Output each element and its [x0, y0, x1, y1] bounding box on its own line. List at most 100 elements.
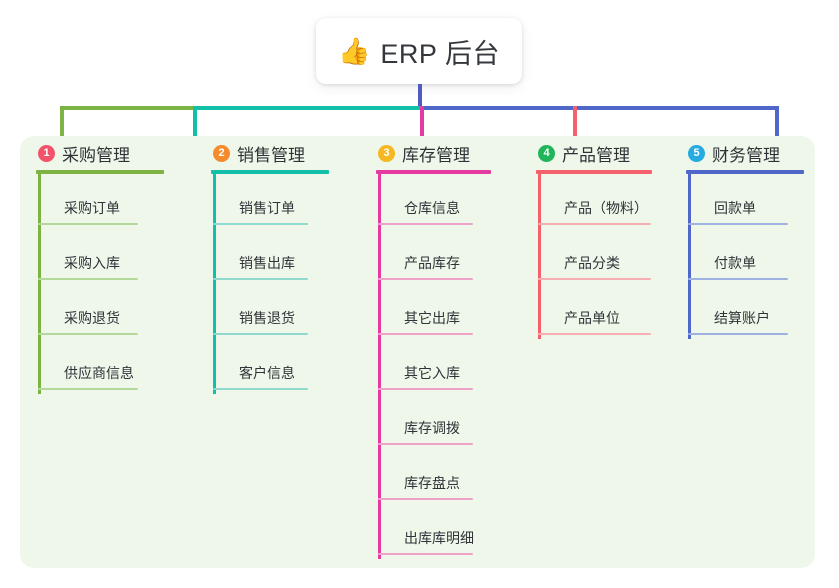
leaf-node[interactable]: 产品库存	[378, 231, 520, 286]
leaf-underline	[213, 388, 308, 390]
root-title: ERP 后台	[380, 38, 500, 69]
leaf-underline	[213, 278, 308, 280]
branch-underline	[536, 170, 652, 174]
leaf-underline	[38, 333, 138, 335]
leaf-label: 采购订单	[64, 200, 120, 216]
leaf-node[interactable]: 出库库明细	[378, 506, 520, 561]
leaf-label: 供应商信息	[64, 365, 134, 381]
leaf-node[interactable]: 客户信息	[213, 341, 360, 396]
leaf-label: 产品单位	[564, 310, 620, 326]
leaf-label: 销售退货	[239, 310, 295, 326]
bus-teal	[193, 106, 420, 110]
branch-children: 销售订单销售出库销售退货客户信息	[213, 174, 360, 396]
branch-number-badge: 2	[213, 144, 230, 162]
branch-underline	[686, 170, 804, 174]
leaf-underline	[38, 223, 138, 225]
branch-spine	[538, 174, 541, 339]
leaf-node[interactable]: 回款单	[688, 176, 815, 231]
leaf-underline	[378, 223, 473, 225]
leaf-underline	[538, 333, 651, 335]
branch-panel	[20, 136, 815, 568]
leaf-underline	[378, 553, 473, 555]
drop-sales	[193, 106, 197, 138]
branch-header-3[interactable]: 3 库存管理	[360, 136, 520, 170]
branch-number-badge: 1	[38, 144, 55, 162]
leaf-node[interactable]: 产品分类	[538, 231, 670, 286]
leaf-underline	[538, 223, 651, 225]
leaf-node[interactable]: 产品单位	[538, 286, 670, 341]
branch-title: 产品管理	[562, 145, 630, 165]
branch-header-5[interactable]: 5 财务管理	[670, 136, 815, 170]
leaf-label: 销售订单	[239, 200, 295, 216]
leaf-underline	[378, 333, 473, 335]
leaf-label: 库存盘点	[404, 475, 460, 491]
leaf-node[interactable]: 销售退货	[213, 286, 360, 341]
bus-blue	[420, 106, 775, 110]
branch-spine	[378, 174, 381, 559]
branch-number-badge: 3	[378, 144, 395, 162]
leaf-label: 回款单	[714, 200, 756, 216]
branch-underline	[36, 170, 164, 174]
leaf-node[interactable]: 其它出库	[378, 286, 520, 341]
leaf-underline	[688, 223, 788, 225]
leaf-label: 销售出库	[239, 255, 295, 271]
leaf-node[interactable]: 产品（物料）	[538, 176, 670, 231]
thumbs-up-icon: 👍	[338, 36, 371, 66]
leaf-node[interactable]: 采购订单	[38, 176, 195, 231]
leaf-node[interactable]: 付款单	[688, 231, 815, 286]
leaf-underline	[378, 498, 473, 500]
leaf-underline	[688, 278, 788, 280]
drop-purchase	[60, 106, 64, 138]
branch-title: 库存管理	[402, 145, 470, 165]
leaf-node[interactable]: 其它入库	[378, 341, 520, 396]
branch-column-2: 2 销售管理销售订单销售出库销售退货客户信息	[195, 136, 360, 568]
leaf-underline	[38, 388, 138, 390]
leaf-label: 采购入库	[64, 255, 120, 271]
leaf-node[interactable]: 采购退货	[38, 286, 195, 341]
leaf-node[interactable]: 销售订单	[213, 176, 360, 231]
branch-spine	[213, 174, 216, 394]
leaf-node[interactable]: 仓库信息	[378, 176, 520, 231]
leaf-label: 客户信息	[239, 365, 295, 381]
leaf-label: 产品分类	[564, 255, 620, 271]
leaf-label: 仓库信息	[404, 200, 460, 216]
leaf-node[interactable]: 供应商信息	[38, 341, 195, 396]
branch-header-2[interactable]: 2 销售管理	[195, 136, 360, 170]
leaf-node[interactable]: 采购入库	[38, 231, 195, 286]
leaf-underline	[213, 333, 308, 335]
leaf-label: 采购退货	[64, 310, 120, 326]
leaf-label: 库存调拨	[404, 420, 460, 436]
leaf-label: 其它入库	[404, 365, 460, 381]
branch-column-5: 5 财务管理回款单付款单结算账户	[670, 136, 815, 568]
branch-children: 仓库信息产品库存其它出库其它入库库存调拨库存盘点出库库明细	[378, 174, 520, 561]
branch-column-4: 4 产品管理产品（物料） 产品分类产品单位	[520, 136, 670, 568]
branch-children: 采购订单采购入库采购退货供应商信息	[38, 174, 195, 396]
root-trunk-line	[418, 84, 422, 108]
leaf-underline	[378, 388, 473, 390]
branch-number-badge: 4	[538, 144, 555, 162]
leaf-label: 产品库存	[404, 255, 460, 271]
leaf-node[interactable]: 销售出库	[213, 231, 360, 286]
leaf-underline	[213, 223, 308, 225]
branch-spine	[38, 174, 41, 394]
branch-title: 销售管理	[237, 145, 305, 165]
branch-number-badge: 5	[688, 144, 705, 162]
branch-header-4[interactable]: 4 产品管理	[520, 136, 670, 170]
leaf-node[interactable]: 结算账户	[688, 286, 815, 341]
branch-underline	[376, 170, 491, 174]
leaf-label: 结算账户	[714, 310, 770, 326]
leaf-node[interactable]: 库存调拨	[378, 396, 520, 451]
drop-product	[573, 106, 577, 138]
leaf-node[interactable]: 库存盘点	[378, 451, 520, 506]
branch-underline	[211, 170, 329, 174]
leaf-label: 产品（物料）	[564, 200, 648, 216]
leaf-label: 其它出库	[404, 310, 460, 326]
root-node[interactable]: 👍 ERP 后台	[316, 18, 522, 84]
branch-column-3: 3 库存管理仓库信息产品库存其它出库其它入库库存调拨库存盘点出库库明细	[360, 136, 520, 568]
leaf-label: 付款单	[714, 255, 756, 271]
leaf-underline	[378, 278, 473, 280]
branch-title: 财务管理	[712, 145, 780, 165]
